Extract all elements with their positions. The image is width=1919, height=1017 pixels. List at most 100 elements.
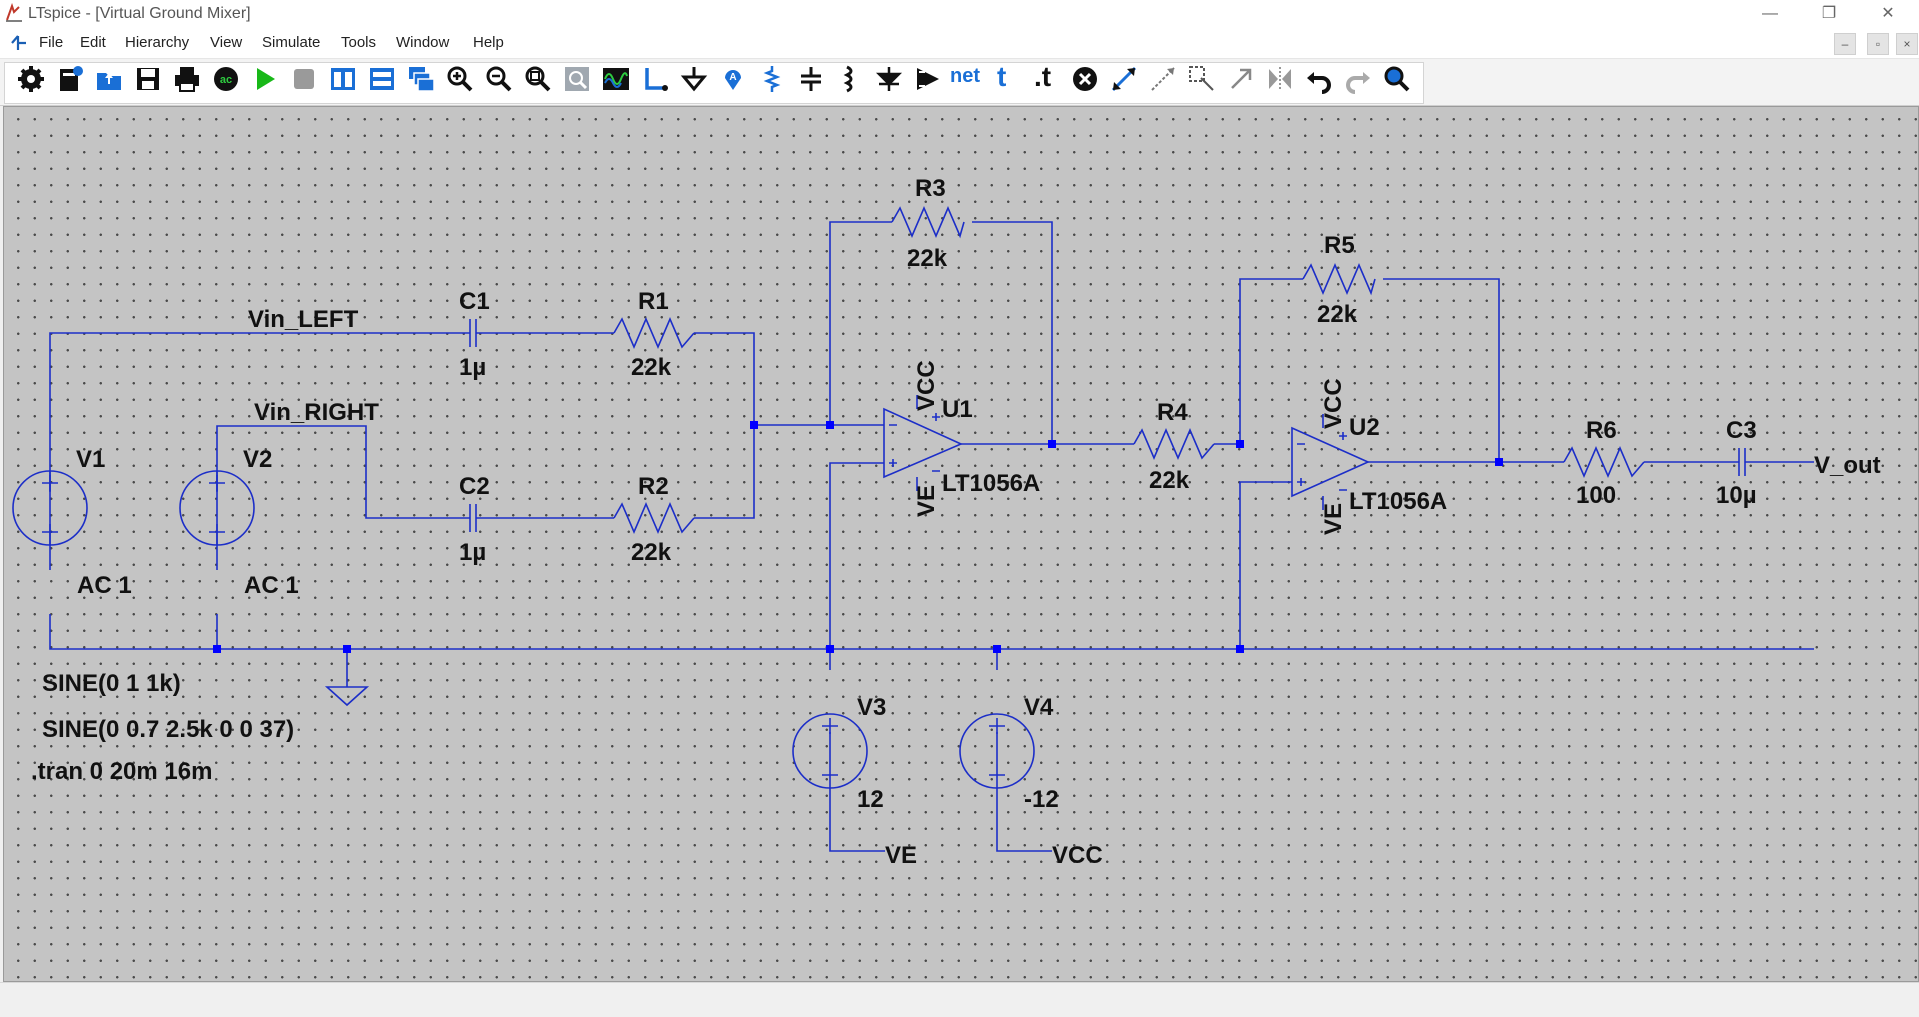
junction-dot (213, 645, 221, 653)
tile-horizontal-icon[interactable] (367, 64, 397, 94)
v2-name: V2 (243, 446, 272, 473)
u1-ve-pin-label: VE (913, 485, 940, 517)
u2-vcc-pin-label: VCC (1320, 378, 1347, 429)
voltage-source-v3[interactable] (792, 713, 868, 789)
redo-icon[interactable] (1343, 64, 1373, 94)
junction-dot (343, 645, 351, 653)
spice-directive-button[interactable]: .t (1034, 61, 1052, 92)
zoom-fit-icon[interactable] (523, 64, 553, 94)
title-bar: LTspice - [Virtual Ground Mixer] — ❐ ✕ (0, 0, 1919, 28)
toolbar-panel (4, 62, 1424, 104)
save-icon[interactable] (133, 64, 163, 94)
resistor-r1[interactable] (613, 316, 695, 350)
v2-sine-value: SINE(0 0.7 2.5k 0 0 37) (42, 716, 294, 743)
junction-dot (1048, 440, 1056, 448)
cascade-icon[interactable] (406, 64, 436, 94)
schematic-canvas[interactable]: Vin_LEFT Vin_RIGHT V_out VE VCC V1 AC 1 … (3, 106, 1919, 982)
gear-icon[interactable] (16, 64, 46, 94)
label-icon[interactable]: A (718, 64, 748, 94)
capacitor-c2[interactable] (469, 504, 477, 532)
inductor-icon[interactable] (835, 64, 865, 94)
junction-dot (1236, 440, 1244, 448)
menu-file[interactable]: File (39, 34, 64, 51)
r4-value: 22k (1149, 467, 1190, 494)
zoom-out-icon[interactable] (484, 64, 514, 94)
net-label-ve: VE (885, 842, 917, 869)
junction-dot (993, 645, 1001, 653)
halt-icon[interactable] (289, 64, 319, 94)
svg-text:A: A (729, 72, 736, 83)
r3-name: R3 (915, 175, 946, 202)
find-icon[interactable] (1382, 64, 1412, 94)
print-icon[interactable] (172, 64, 202, 94)
mdi-close-button[interactable]: × (1896, 33, 1918, 55)
ground-symbol[interactable] (324, 686, 370, 707)
net-label-v-out: V_out (1814, 452, 1881, 479)
duplicate-icon[interactable] (1187, 64, 1217, 94)
opamp-u1[interactable] (883, 407, 963, 479)
v4-value: -12 (1024, 786, 1059, 813)
voltage-source-v4[interactable] (959, 713, 1035, 789)
menu-hierarchy[interactable]: Hierarchy (125, 34, 190, 51)
zoom-back-icon[interactable] (562, 64, 592, 94)
move-icon[interactable] (1109, 64, 1139, 94)
component-icon[interactable] (913, 64, 943, 94)
menu-bar: File Edit Hierarchy View Simulate Tools … (0, 28, 1919, 59)
capacitor-icon[interactable] (796, 64, 826, 94)
menu-simulate[interactable]: Simulate (262, 34, 321, 51)
menu-edit[interactable]: Edit (80, 34, 106, 51)
menu-help[interactable]: Help (473, 34, 504, 51)
net-label-vin-left: Vin_LEFT (248, 306, 359, 333)
ltspice-menu-icon[interactable] (8, 32, 30, 54)
menu-window[interactable]: Window (396, 34, 450, 51)
menu-tools[interactable]: Tools (341, 34, 377, 51)
ground-icon[interactable] (679, 64, 709, 94)
minimize-button[interactable]: — (1762, 5, 1778, 22)
open-icon[interactable] (94, 64, 124, 94)
zoom-in-icon[interactable] (445, 64, 475, 94)
net-label-vin-right: Vin_RIGHT (254, 399, 379, 426)
tile-vertical-icon[interactable] (328, 64, 358, 94)
c1-name: C1 (459, 288, 490, 315)
u2-name: U2 (1349, 414, 1380, 441)
resistor-r3[interactable] (891, 205, 965, 239)
run-icon[interactable] (250, 64, 280, 94)
resistor-icon[interactable] (757, 64, 787, 94)
spice-directive-tran[interactable]: .tran 0 20m 16m (31, 758, 212, 785)
v1-ac-value: AC 1 (77, 572, 132, 599)
c1-value: 1µ (459, 354, 486, 381)
waveform-icon[interactable] (601, 64, 631, 94)
resistor-r2[interactable] (613, 501, 695, 535)
netname-button[interactable]: net (950, 65, 980, 87)
capacitor-c1[interactable] (469, 319, 477, 347)
resistor-r5[interactable] (1302, 262, 1376, 296)
rotate-icon[interactable] (1265, 64, 1295, 94)
undo-icon[interactable] (1304, 64, 1334, 94)
c2-name: C2 (459, 473, 490, 500)
voltage-source-v2[interactable] (179, 470, 255, 546)
r3-value: 22k (907, 245, 948, 272)
v2-ac-value: AC 1 (244, 572, 299, 599)
mirror-icon[interactable] (1226, 64, 1256, 94)
resistor-r6[interactable] (1563, 445, 1645, 479)
wire-icon[interactable] (640, 64, 670, 94)
new-schematic-icon[interactable] (55, 64, 85, 94)
r5-value: 22k (1317, 301, 1358, 328)
r1-value: 22k (631, 354, 672, 381)
ac-analysis-icon[interactable]: ac (211, 64, 241, 94)
r6-value: 100 (1576, 482, 1616, 509)
mdi-minimize-button[interactable]: – (1834, 33, 1856, 55)
resistor-r4[interactable] (1133, 427, 1215, 461)
voltage-source-v1[interactable] (12, 470, 88, 546)
restore-button[interactable]: ❐ (1821, 5, 1837, 22)
drag-icon[interactable] (1148, 64, 1178, 94)
capacitor-c3[interactable] (1738, 448, 1746, 476)
delete-icon[interactable] (1070, 64, 1100, 94)
opamp-u2[interactable] (1291, 426, 1370, 498)
menu-view[interactable]: View (210, 34, 243, 51)
close-button[interactable]: ✕ (1881, 5, 1895, 22)
mdi-restore-button[interactable]: ▫ (1867, 33, 1889, 55)
diode-icon[interactable] (874, 64, 904, 94)
text-button[interactable]: t (997, 61, 1007, 92)
r6-name: R6 (1586, 417, 1617, 444)
